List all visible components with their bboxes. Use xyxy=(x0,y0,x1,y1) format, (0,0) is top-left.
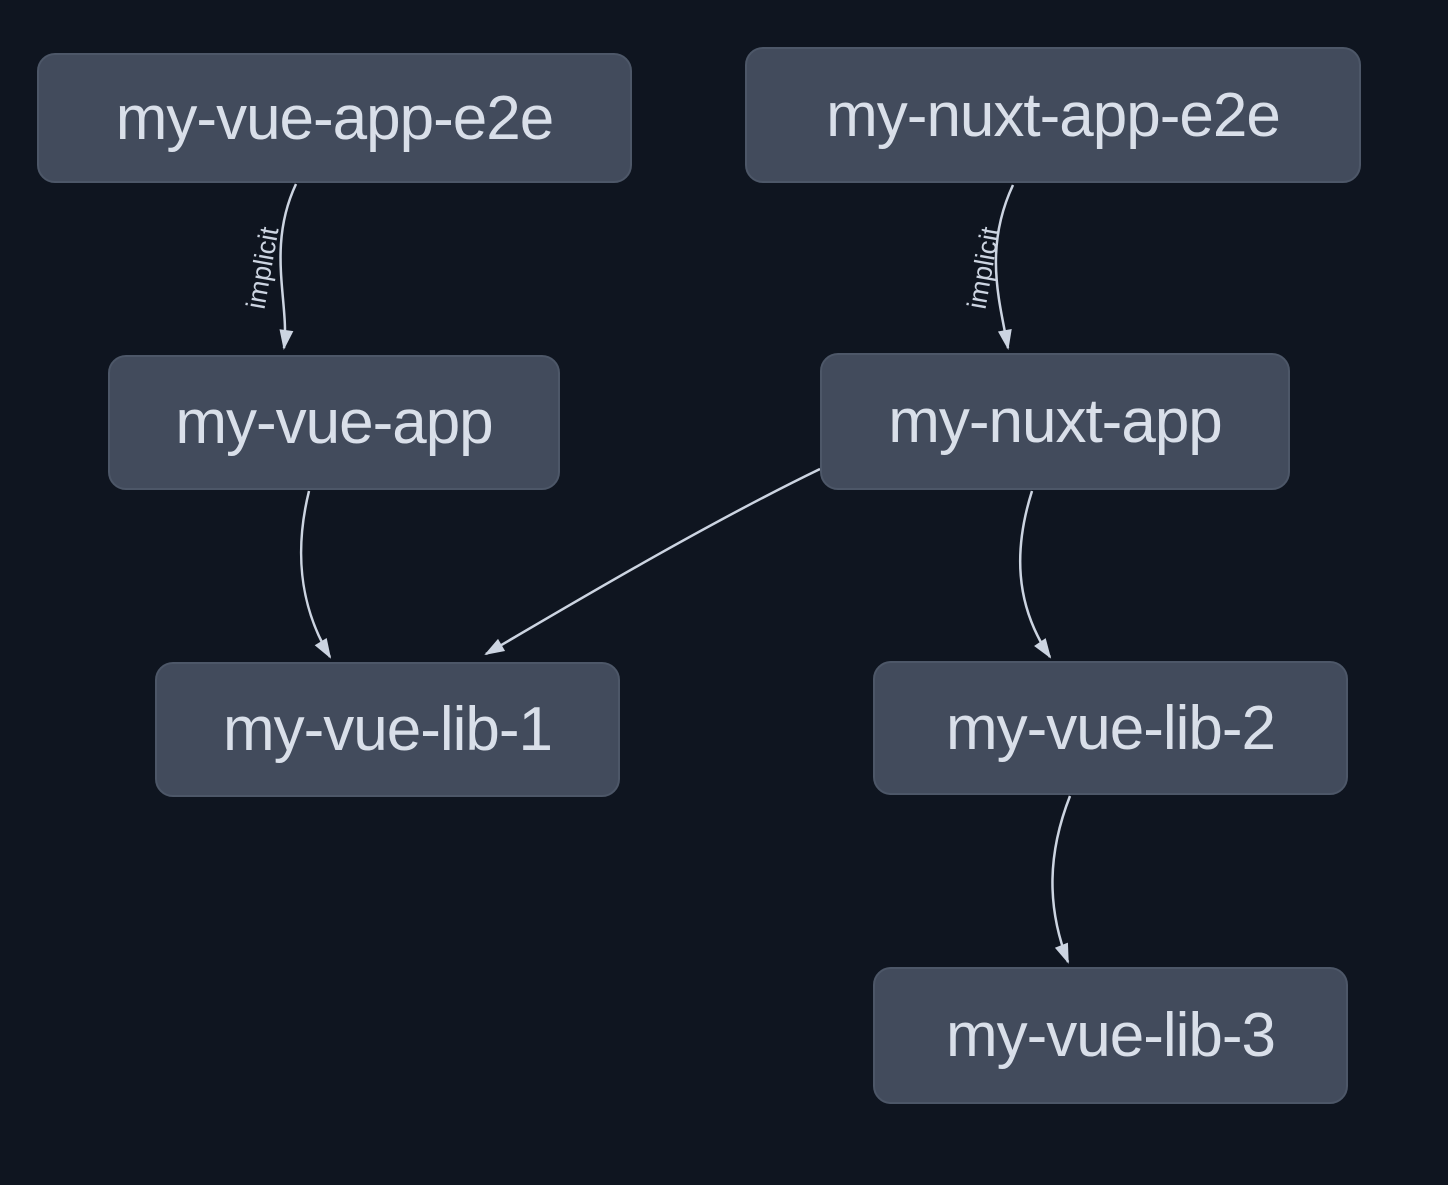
edge-my-vue-app-e2e-to-my-vue-app xyxy=(279,183,298,350)
edge-my-nuxt-app-e2e-to-my-nuxt-app xyxy=(994,184,1015,350)
edge-my-vue-lib-2-to-my-vue-lib-3 xyxy=(1051,795,1072,964)
node-my-nuxt-app-e2e[interactable]: my-nuxt-app-e2e xyxy=(745,47,1361,183)
node-my-vue-lib-2[interactable]: my-vue-lib-2 xyxy=(873,661,1348,795)
edge-my-vue-app-to-my-vue-lib-1 xyxy=(299,490,332,659)
node-my-nuxt-app[interactable]: my-nuxt-app xyxy=(820,353,1290,490)
node-my-vue-lib-1[interactable]: my-vue-lib-1 xyxy=(155,662,620,797)
node-my-vue-app[interactable]: my-vue-app xyxy=(108,355,560,490)
edge-my-nuxt-app-to-my-vue-lib-1 xyxy=(484,467,821,656)
node-my-vue-app-e2e[interactable]: my-vue-app-e2e xyxy=(37,53,632,183)
edge-my-nuxt-app-to-my-vue-lib-2 xyxy=(1018,490,1052,659)
node-my-vue-lib-3[interactable]: my-vue-lib-3 xyxy=(873,967,1348,1104)
